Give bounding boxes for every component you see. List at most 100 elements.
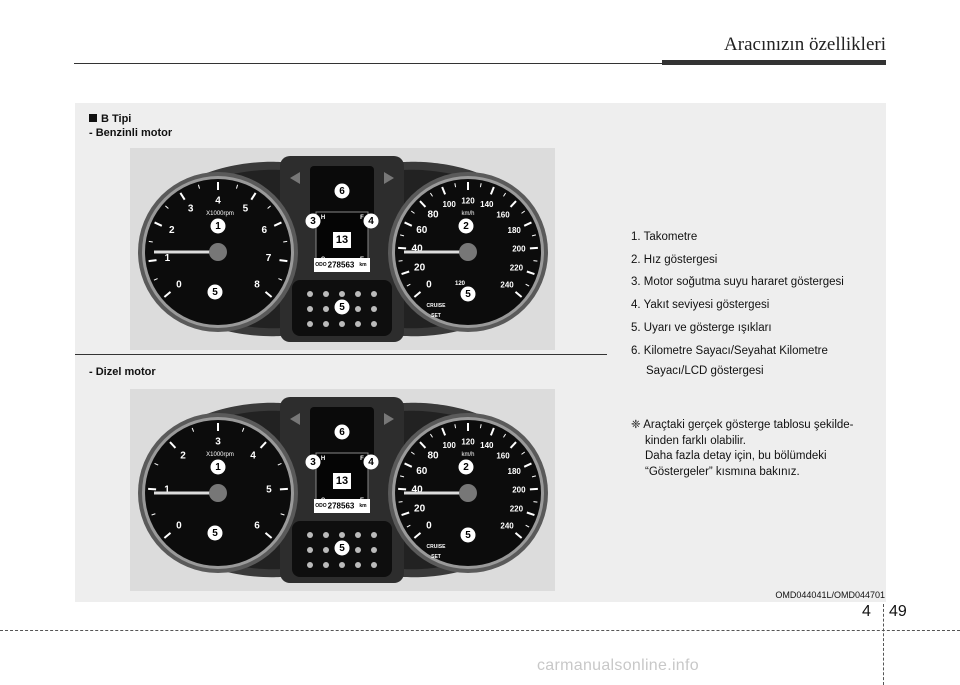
legend-item: 3. Motor soğutma suyu hararet göstergesi	[631, 276, 844, 289]
odometer-bg	[314, 499, 370, 513]
warning-light-icon	[323, 562, 329, 568]
callout-5-badge	[334, 299, 350, 315]
tachometer-tick-label: 1	[165, 253, 171, 264]
temp-h-label: H	[321, 456, 325, 462]
speedometer-tick-label: 220	[510, 264, 524, 273]
warning-light-icon	[307, 547, 313, 553]
warning-light-icon	[371, 547, 377, 553]
cluster-svg: 1313HCFEODO278563km0123456X1000rpm020406…	[138, 397, 548, 583]
speedometer-tick	[523, 221, 532, 227]
tachometer-tick	[264, 532, 273, 539]
tachometer-tick-label: 5	[243, 203, 249, 214]
warning-light-icon	[371, 562, 377, 568]
tachometer-tick	[279, 259, 288, 263]
speedometer-tick-label: 60	[416, 225, 428, 236]
callout-5-badge	[460, 527, 476, 543]
speedometer-tick-label: 120	[461, 438, 475, 447]
cluster-svg: 1313HCFEODO278563km012345678X1000rpm0204…	[138, 156, 548, 342]
speedometer-tick	[398, 501, 403, 503]
callout-4-number: 4	[368, 457, 374, 468]
speedometer-tick	[514, 532, 523, 539]
speedometer-tick	[533, 501, 538, 503]
tachometer-tick-label: 4	[215, 196, 221, 207]
odometer-value: 278563	[328, 502, 355, 511]
tachometer-tick	[153, 278, 158, 281]
speed-sub-label: 120	[455, 281, 466, 287]
speedometer-tick	[509, 441, 517, 449]
cruise-label: CRUISE	[427, 544, 447, 550]
tachometer-tick-label: 1	[164, 485, 170, 496]
callout-3-badge	[305, 213, 321, 229]
tachometer-tick	[273, 221, 282, 227]
tachometer-tick	[165, 205, 169, 209]
callout-2-badge	[458, 218, 474, 234]
tachometer-tick-label: 3	[215, 437, 221, 448]
petrol-engine-label: - Benzinli motor	[89, 127, 173, 139]
speedometer-tick-label: 160	[496, 451, 510, 460]
warning-light-icon	[355, 321, 361, 327]
callout-5-badge	[207, 525, 223, 541]
speedometer-tick-label: 160	[496, 210, 510, 219]
speedometer-tick	[526, 270, 535, 275]
speedometer-tick	[441, 186, 447, 195]
header-bar	[662, 60, 886, 65]
lcd-digits-bg	[333, 232, 351, 248]
tachometer-tick	[250, 192, 257, 201]
speedometer-tick-label: 80	[427, 209, 439, 220]
callout-6-number: 6	[339, 427, 345, 438]
speedometer-tick	[419, 200, 427, 208]
note-line: Araçtaki gerçek gösterge tablosu şekilde…	[643, 419, 854, 431]
warning-light-icon	[323, 306, 329, 312]
turn-right-icon	[384, 413, 394, 425]
speedometer-tick	[410, 210, 415, 214]
speedometer-tick	[521, 210, 526, 214]
tachometer-tick	[197, 184, 201, 189]
speedometer-tick	[406, 524, 411, 528]
note-line: “Göstergeler” kısmına bakınız.	[645, 465, 800, 478]
page-number: 49	[889, 603, 907, 620]
speedometer-tick	[400, 234, 405, 237]
speedometer-tick	[404, 221, 413, 227]
speedometer-tick	[489, 427, 495, 436]
footer-rule	[0, 630, 960, 631]
figure-code: OMD044041L/OMD044701	[775, 590, 885, 600]
cruise-label: CRUISE	[427, 303, 447, 309]
note-mark-icon: ❈	[631, 419, 641, 431]
speedometer-tick-label: 240	[500, 521, 514, 530]
speedometer-tick	[509, 200, 517, 208]
warning-light-icon	[371, 321, 377, 327]
square-bullet-icon	[89, 114, 97, 122]
turn-left-icon	[290, 172, 300, 184]
tachometer-tick	[264, 291, 273, 298]
speedometer-tick-label: 0	[426, 279, 432, 290]
speedometer-tick-label: 140	[480, 441, 494, 450]
tachometer-tick	[283, 240, 288, 243]
speedometer-tick	[489, 186, 495, 195]
tachometer-tick-label: 6	[261, 225, 267, 236]
warning-light-icon	[355, 532, 361, 538]
legend-item-continuation: Sayacı/LCD göstergesi	[646, 365, 764, 378]
speedometer-tick	[410, 451, 415, 455]
odometer-unit: km	[359, 262, 367, 268]
speedometer-tick-label: 20	[414, 504, 426, 515]
warning-light-icon	[307, 562, 313, 568]
speedometer-tick	[525, 283, 530, 287]
tachometer-tick-label: 2	[169, 225, 175, 236]
odometer-prefix: ODO	[315, 262, 327, 268]
legend-item: 4. Yakıt seviyesi göstergesi	[631, 299, 770, 312]
speedometer-tick-label: 140	[480, 200, 494, 209]
warning-light-icon	[307, 306, 313, 312]
speedometer-tick	[429, 433, 433, 438]
tachometer-tick	[148, 259, 157, 263]
callout-6-badge	[334, 183, 350, 199]
callout-4-badge	[363, 454, 379, 470]
instrument-cluster-diesel: 1313HCFEODO278563km0123456X1000rpm020406…	[130, 389, 555, 591]
speedometer-tick-label: 20	[414, 263, 426, 274]
tachometer-tick	[154, 462, 159, 466]
speedometer-tick-label: 200	[512, 245, 526, 254]
callout-5-number: 5	[339, 302, 345, 313]
speedometer-tick	[413, 291, 422, 298]
warning-light-icon	[323, 291, 329, 297]
legend-list: 1. Takometre 2. Hız göstergesi 3. Motor …	[631, 226, 844, 380]
speedometer-hub	[459, 243, 477, 261]
